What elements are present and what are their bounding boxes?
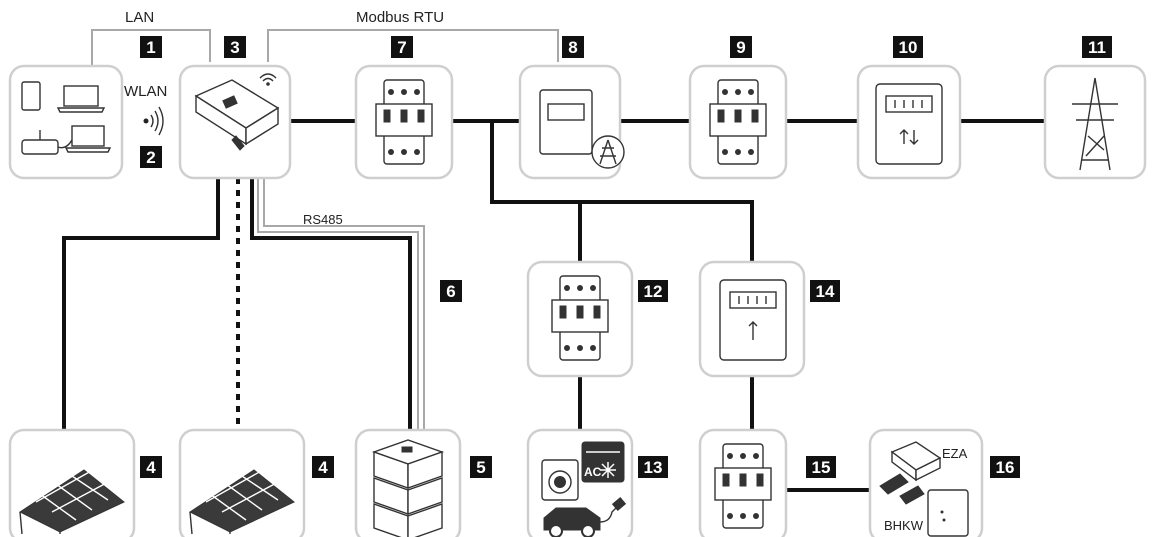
eza-label: EZA	[942, 446, 968, 461]
ac-label: AC	[584, 465, 602, 479]
air-conditioner-icon: AC	[581, 441, 625, 483]
chp-unit-icon	[927, 489, 969, 537]
badge-12: 12	[638, 280, 668, 302]
bidirectional-meter-icon	[875, 83, 943, 165]
pv-generator-box-b	[178, 428, 306, 537]
badge-4-a: 4	[140, 456, 162, 478]
rs485-label: RS485	[303, 212, 343, 227]
energy-meter-box	[518, 64, 625, 180]
circuit-breaker-box-9	[688, 64, 788, 180]
circuit-breaker-icon	[551, 275, 609, 361]
inverter-box	[178, 64, 292, 180]
lan-cable	[91, 29, 211, 95]
laptop-icon	[64, 125, 112, 153]
badge-2: 2	[140, 146, 162, 168]
wlan-signal-icon	[143, 106, 164, 136]
svg-text:7: 7	[397, 38, 406, 57]
svg-text:9: 9	[736, 38, 745, 57]
washing-machine-icon	[541, 459, 579, 501]
badge-16: 16	[990, 456, 1020, 478]
bidirectional-meter-box	[856, 64, 962, 180]
circuit-breaker-icon	[375, 79, 433, 165]
badge-3: 3	[224, 36, 246, 58]
battery-storage-box	[354, 428, 462, 537]
svg-text:4: 4	[318, 458, 328, 477]
wlan-label: WLAN	[124, 83, 167, 100]
tablet-icon	[21, 81, 41, 111]
solar-panel-icon	[18, 465, 125, 535]
circuit-breaker-icon	[709, 79, 767, 165]
svg-text:5: 5	[476, 458, 485, 477]
rs485-cable-b	[263, 178, 425, 430]
badge-5: 5	[470, 456, 492, 478]
pv-generator-box-a	[8, 428, 136, 537]
electric-car-icon	[543, 497, 627, 537]
badge-11: 11	[1082, 36, 1112, 58]
laptop-icon	[56, 85, 106, 113]
rs485-cable-a	[257, 178, 419, 430]
badge-10: 10	[893, 36, 923, 58]
consumers-box: AC	[526, 428, 634, 537]
bhkw-label: BHKW	[884, 518, 924, 533]
svg-text:3: 3	[230, 38, 239, 57]
wifi-icon	[259, 73, 277, 86]
svg-text:4: 4	[146, 458, 156, 477]
badge-9: 9	[730, 36, 752, 58]
network-devices-box	[8, 64, 124, 180]
svg-text:1: 1	[146, 38, 155, 57]
power-pylon-icon	[1072, 77, 1118, 171]
modbus-rtu-cable	[267, 29, 559, 62]
consumption-meter-box	[698, 260, 806, 378]
energy-meter-icon	[539, 89, 625, 169]
solar-panel-icon	[188, 465, 295, 535]
svg-text:6: 6	[446, 282, 455, 301]
svg-text:16: 16	[996, 458, 1015, 477]
lan-label: LAN	[125, 9, 154, 26]
inverter-icon	[194, 79, 280, 151]
badge-15: 15	[806, 456, 836, 478]
svg-text:10: 10	[899, 38, 918, 57]
consumption-meter-icon	[719, 279, 787, 361]
badge-1: 1	[140, 36, 162, 58]
circuit-breaker-box-7	[354, 64, 454, 180]
svg-text:14: 14	[816, 282, 835, 301]
badge-8: 8	[562, 36, 584, 58]
circuit-breaker-box-15	[698, 428, 788, 537]
battery-stack-icon	[371, 439, 445, 537]
circuit-breaker-box-12	[526, 260, 634, 378]
badge-4-b: 4	[312, 456, 334, 478]
generation-units-box: EZA BHKW	[868, 428, 984, 537]
power-line-house-branch	[490, 121, 754, 262]
power-line-battery	[250, 178, 412, 430]
circuit-breaker-icon	[714, 443, 772, 529]
badge-13: 13	[638, 456, 668, 478]
svg-text:12: 12	[644, 282, 663, 301]
modbus-rtu-label: Modbus RTU	[356, 9, 444, 26]
svg-text:8: 8	[568, 38, 577, 57]
network-cable-icon	[57, 139, 73, 149]
badge-7: 7	[391, 36, 413, 58]
power-line-pv-a	[62, 178, 220, 430]
svg-text:11: 11	[1088, 38, 1106, 57]
badge-6: 6	[440, 280, 462, 302]
svg-text:13: 13	[644, 458, 663, 477]
generator-inverter-icon	[879, 441, 942, 505]
svg-text:15: 15	[812, 458, 831, 477]
public-grid-box	[1043, 64, 1147, 180]
svg-text:2: 2	[146, 148, 155, 167]
badge-14: 14	[810, 280, 840, 302]
